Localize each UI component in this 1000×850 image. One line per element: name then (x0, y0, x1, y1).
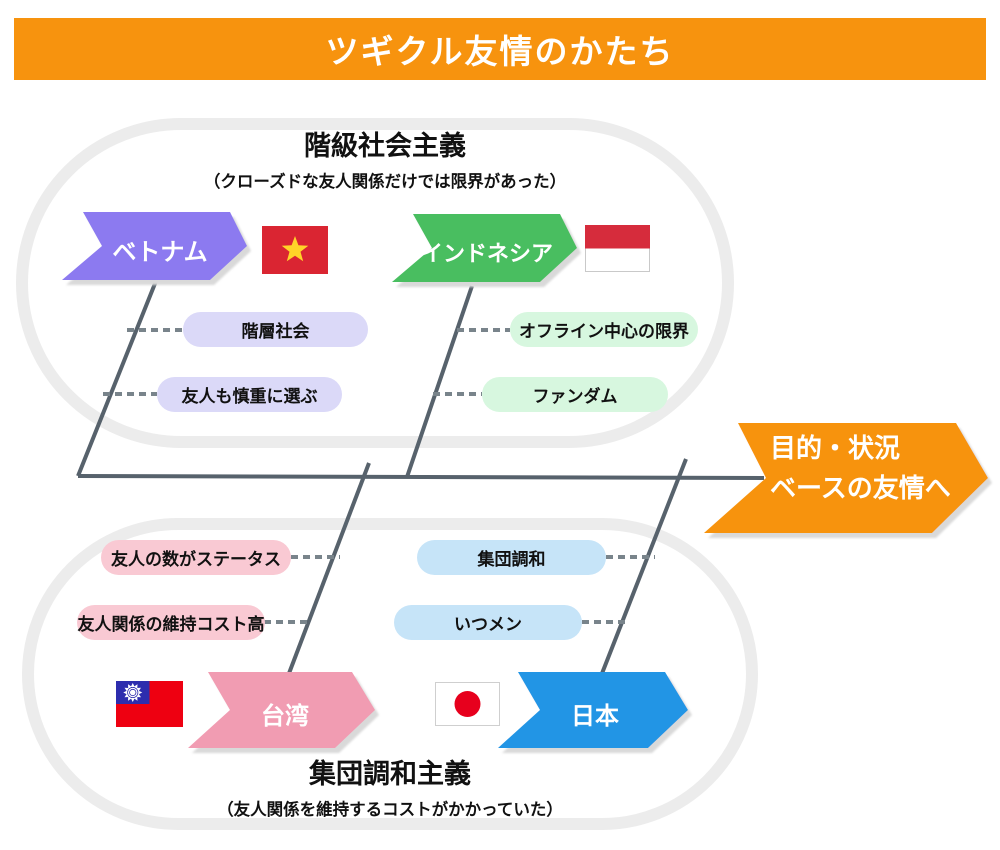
vietnam-label: ベトナム (112, 239, 208, 266)
outcome-line1: 目的・状況 (770, 433, 901, 463)
tag-hierarchical-society: 階層社会 (183, 312, 368, 347)
indonesia-label: インドネシア (420, 241, 553, 266)
japan-arrow (498, 672, 688, 748)
japan-flag-icon (435, 682, 500, 726)
indonesia-branch-line (405, 285, 474, 478)
taiwan-flag-icon (116, 681, 183, 727)
outcome-line2: ベースの友情へ (770, 473, 951, 503)
tag-itsumen: いつメン (394, 605, 582, 640)
bottom-group-title: 集団調和主義 (309, 759, 471, 789)
top-group-title: 階級社会主義 (304, 131, 466, 161)
tag-friend-count-status: 友人の数がステータス (101, 540, 291, 575)
top-group-subtitle: （クローズドな友人関係だけでは限界があった） (203, 172, 567, 191)
tag-maintenance-cost: 友人関係の維持コスト高 (77, 605, 265, 640)
header-banner: ツギクル友情のかたち (14, 18, 986, 80)
outcome-arrow (704, 423, 988, 533)
japan-branch-line (599, 458, 688, 677)
tag-offline-limit: オフライン中心の限界 (510, 312, 698, 347)
spine-line (77, 474, 765, 480)
fishbone-lines (76, 280, 765, 677)
top-group-heading: 階級社会主義 （クローズドな友人関係だけでは限界があった） (135, 131, 635, 192)
vietnam-flag-icon (262, 226, 328, 274)
taiwan-label: 台湾 (261, 703, 309, 730)
vietnam-arrow (62, 212, 247, 280)
taiwan-arrow (188, 672, 375, 748)
japan-label: 日本 (571, 703, 619, 730)
tag-fandom: ファンダム (482, 377, 668, 412)
indonesia-flag-icon (585, 225, 650, 272)
bottom-group-heading: 集団調和主義 （友人関係を維持するコストがかかっていた） (140, 759, 640, 820)
outcome-label: 目的・状況 ベースの友情へ (770, 428, 951, 508)
bottom-group-subtitle: （友人関係を維持するコストがかかっていた） (217, 800, 563, 819)
dotted-connectors (103, 328, 655, 624)
vietnam-branch-line (76, 280, 158, 477)
indonesia-arrow (392, 214, 577, 282)
taiwan-branch-line (286, 462, 371, 677)
tag-group-harmony: 集団調和 (417, 540, 606, 575)
page-title: ツギクル友情のかたち (325, 33, 675, 70)
tag-choose-friends-carefully: 友人も慎重に選ぶ (157, 377, 342, 412)
